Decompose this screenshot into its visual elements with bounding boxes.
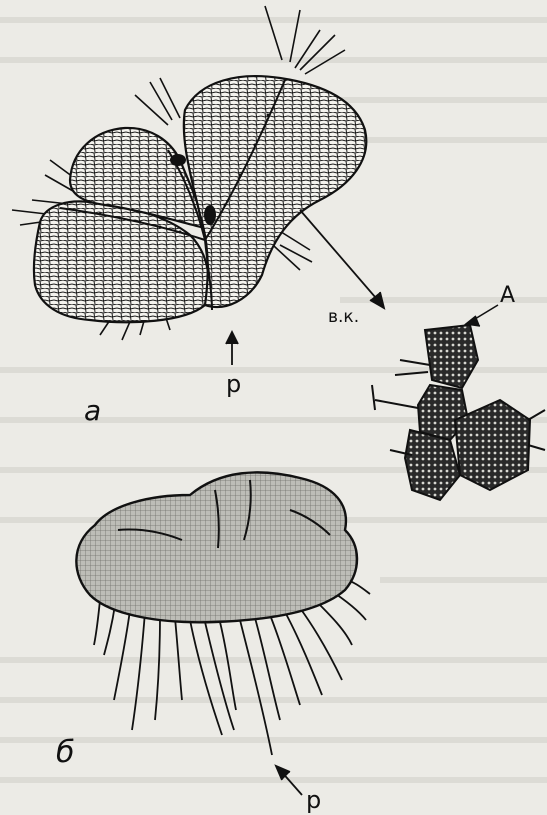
label-rhizoids-a: р bbox=[226, 370, 241, 398]
label-ventral-scales: в.к. bbox=[328, 307, 359, 327]
arrow-rhizoids-a bbox=[226, 332, 238, 365]
label-detail-A: А bbox=[500, 283, 515, 308]
label-rhizoids-b: р bbox=[306, 786, 321, 814]
apical-notch bbox=[170, 154, 186, 166]
arrow-ventral-scales bbox=[300, 210, 384, 308]
thallus-b bbox=[76, 472, 370, 755]
central-notch bbox=[204, 205, 216, 225]
arrow-A bbox=[466, 305, 498, 326]
thallus-a bbox=[12, 6, 366, 340]
label-part-b: б bbox=[56, 735, 75, 770]
label-part-a: а bbox=[84, 394, 101, 427]
